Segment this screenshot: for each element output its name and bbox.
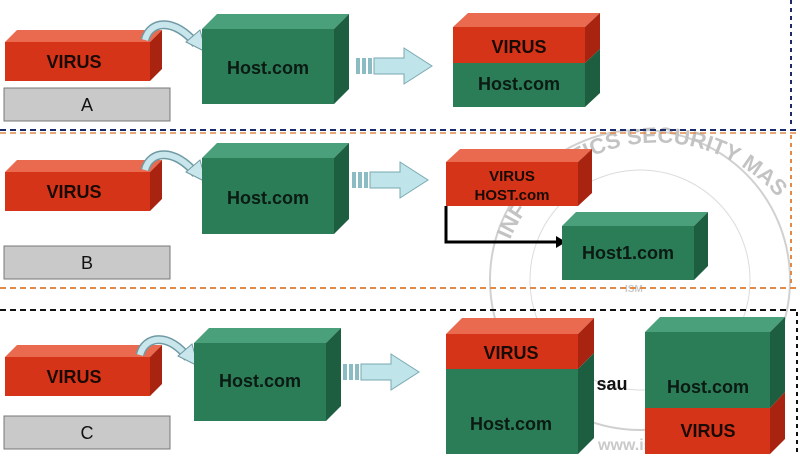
or-label-c: sau <box>596 374 627 394</box>
host-block-c: Host.com <box>194 328 341 421</box>
watermark-inner-ring <box>529 169 751 391</box>
result-host-label-a: Host.com <box>478 74 560 94</box>
virus-block-c: VIRUS <box>5 345 162 396</box>
opt2-host-label-c: Host.com <box>667 377 749 397</box>
virus-label-b: VIRUS <box>46 182 101 202</box>
host-block-b: Host.com <box>202 143 349 234</box>
row-c: VIRUS C Host.com VIRUS Host.com sau <box>3 317 785 454</box>
result-host1-b: Host1.com <box>562 212 708 280</box>
result-virus-label-a: VIRUS <box>491 37 546 57</box>
result-arrow-c <box>343 353 420 391</box>
row-b: VIRUS B Host.com VIRUS HOST.com <box>3 143 708 280</box>
result-arrow-b <box>352 161 429 199</box>
result-option-2-c: Host.com VIRUS <box>645 317 785 454</box>
row-label-c: C <box>81 423 94 443</box>
result-arrow-a <box>356 47 433 85</box>
virus-block-b: VIRUS <box>5 160 162 211</box>
label-box-a <box>3 87 171 122</box>
host-label-a: Host.com <box>227 58 309 78</box>
result-option-1-c: VIRUS Host.com <box>446 318 594 454</box>
host-label-c: Host.com <box>219 371 301 391</box>
label-box-c <box>3 415 171 450</box>
label-box-b <box>3 245 171 280</box>
virus-label-a: VIRUS <box>46 52 101 72</box>
result-virus-host-b: VIRUS HOST.com <box>446 149 592 206</box>
opt1-virus-label-c: VIRUS <box>483 343 538 363</box>
host-block-a: Host.com <box>202 14 349 104</box>
result-virus-label-b: VIRUS <box>489 168 535 185</box>
watermark-badge: ISM <box>625 284 643 295</box>
row-label-a: A <box>81 95 93 115</box>
connector-b <box>444 206 556 244</box>
virus-label-c: VIRUS <box>46 367 101 387</box>
result-stack-a: VIRUS Host.com <box>453 13 600 107</box>
opt2-virus-label-c: VIRUS <box>680 421 735 441</box>
row-a: VIRUS A Host.com VIRUS H <box>3 13 600 122</box>
host-label-b: Host.com <box>227 188 309 208</box>
opt1-host-label-c: Host.com <box>470 414 552 434</box>
virus-block-a: VIRUS <box>5 30 162 81</box>
result-host-label-b: HOST.com <box>474 187 549 204</box>
result-host1-label-b: Host1.com <box>582 243 674 263</box>
row-label-b: B <box>81 253 93 273</box>
